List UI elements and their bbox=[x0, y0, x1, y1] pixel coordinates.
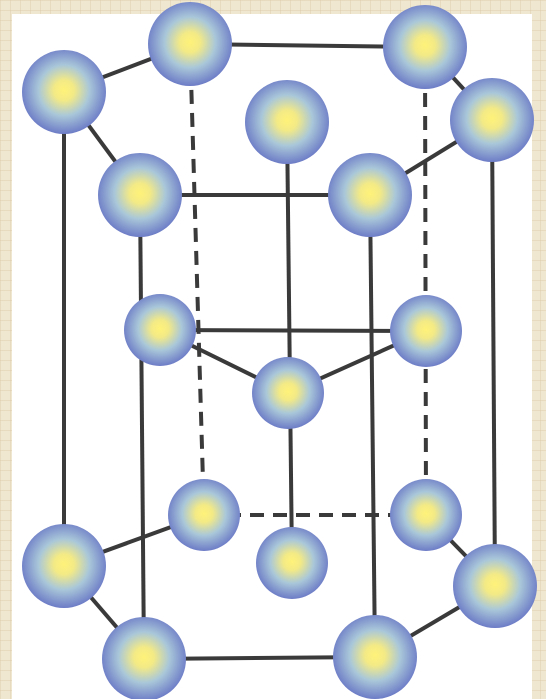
atom-bottom-hex-4 bbox=[453, 544, 537, 628]
atom-top-center bbox=[245, 80, 329, 164]
atom-bottom-hex-2 bbox=[168, 479, 240, 551]
bond-top-hex-6-to-bottom-hex-6 bbox=[138, 194, 146, 660]
atom-bottom-center bbox=[256, 527, 328, 599]
atom-top-hex-5 bbox=[328, 153, 412, 237]
atom-top-hex-4 bbox=[450, 78, 534, 162]
hidden-bond-top-hex-2-to-bottom-hex-2 bbox=[188, 43, 206, 516]
atom-top-hex-6 bbox=[98, 153, 182, 237]
atom-top-hex-2 bbox=[148, 2, 232, 86]
atom-bottom-hex-3 bbox=[390, 479, 462, 551]
atom-bottom-hex-5 bbox=[333, 615, 417, 699]
atom-top-hex-1 bbox=[22, 50, 106, 134]
bond-top-hex-4-to-bottom-hex-4 bbox=[490, 119, 497, 587]
hidden-bond-top-hex-3-to-bottom-hex-3 bbox=[423, 46, 428, 516]
bond-top-center-to-bottom-center bbox=[285, 121, 294, 564]
atom-bottom-hex-6 bbox=[102, 617, 186, 699]
atom-top-hex-3 bbox=[383, 5, 467, 89]
bond-mid-left-to-mid-right bbox=[159, 328, 427, 333]
bond-top-hex-5-to-bottom-hex-5 bbox=[368, 194, 377, 658]
atom-mid-center bbox=[252, 357, 324, 429]
atom-group bbox=[22, 2, 537, 699]
atom-bottom-hex-1 bbox=[22, 524, 106, 608]
atom-mid-left bbox=[124, 294, 196, 366]
atom-mid-right bbox=[390, 295, 462, 367]
